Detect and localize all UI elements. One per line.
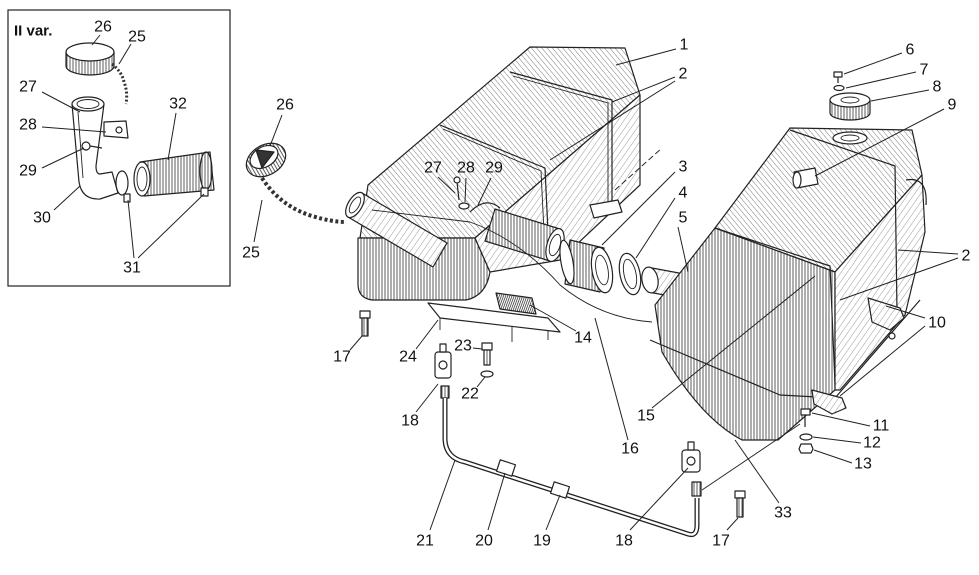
rubber-pad <box>495 292 537 315</box>
inset-callout-27: 27 <box>19 79 37 96</box>
inset-bracket <box>103 120 129 139</box>
callout-5: 5 <box>679 210 688 227</box>
washer-22 <box>480 370 494 378</box>
inset-callout-29: 29 <box>19 163 37 180</box>
callout-17-right: 17 <box>712 533 730 550</box>
callout-26: 26 <box>276 97 294 114</box>
bolt-23 <box>481 342 493 366</box>
callout-18-right: 18 <box>615 533 633 550</box>
fuel-level-sender <box>559 239 614 294</box>
callout-19: 19 <box>533 533 551 550</box>
fuel-line-right-tank <box>701 423 801 491</box>
callout-29: 29 <box>485 160 503 177</box>
left-filler-cap <box>245 142 287 178</box>
callout-14: 14 <box>574 330 592 347</box>
tank-brackets <box>811 297 905 415</box>
right-filler-neck <box>792 167 819 189</box>
inset-cap-chain <box>111 62 129 105</box>
callout-8: 8 <box>933 79 942 96</box>
cap-seal-ring <box>832 131 868 145</box>
callout-21: 21 <box>416 533 434 550</box>
fuel-tap-left <box>434 343 452 399</box>
callout-24: 24 <box>399 349 417 366</box>
pipe-clamp-20 <box>495 459 517 477</box>
callout-2: 2 <box>679 66 688 83</box>
bolt-right <box>734 490 746 518</box>
callout-33: 33 <box>774 505 792 522</box>
left-filler-neck <box>345 191 448 268</box>
callout-10: 10 <box>928 315 946 332</box>
left-fuel-tank <box>357 46 663 301</box>
callout-20: 20 <box>475 533 493 550</box>
level-sender-wire <box>371 209 653 323</box>
left-cap-chain <box>260 176 347 224</box>
leader-lines <box>253 48 959 531</box>
main-callouts: 1 2 26 27 28 29 3 4 5 25 6 7 8 9 2 10 17… <box>242 37 970 550</box>
callout-11: 11 <box>873 418 890 435</box>
callout-2-right: 2 <box>962 248 971 265</box>
callout-12: 12 <box>863 435 881 452</box>
inset-variant-ii: II var. <box>7 9 231 287</box>
inset-callout-30: 30 <box>33 210 51 227</box>
inset-hose <box>133 151 215 197</box>
callout-28: 28 <box>457 160 475 177</box>
cap-washer <box>833 84 845 92</box>
callout-7: 7 <box>920 62 929 79</box>
inset-callout-31: 31 <box>123 260 141 277</box>
inset-leader-lines <box>41 34 205 259</box>
inset-frame <box>7 9 231 287</box>
inset-callout-25: 25 <box>128 29 146 46</box>
inset-callout-32: 32 <box>169 96 187 113</box>
callout-17-left: 17 <box>333 349 351 366</box>
washer-12 <box>799 433 813 441</box>
callout-18-left: 18 <box>401 413 419 430</box>
bolt-11 <box>800 408 811 427</box>
inset-hose-clamps <box>115 170 209 203</box>
pipe-clamp-19 <box>549 481 571 499</box>
callout-13: 13 <box>854 456 872 473</box>
bolt-left <box>359 310 371 337</box>
inset-title: II var. <box>14 23 52 40</box>
inset-callout-26: 26 <box>94 19 112 36</box>
inset-filler-pipe <box>71 96 119 200</box>
callout-23: 23 <box>454 338 472 355</box>
callout-27: 27 <box>424 160 442 177</box>
callout-25: 25 <box>242 245 260 262</box>
cap-screw <box>833 71 843 83</box>
inset-filler-cap <box>65 42 115 76</box>
callout-22: 22 <box>461 386 479 403</box>
fuel-tap-right <box>681 441 702 497</box>
hose-clamp-hardware <box>453 176 501 213</box>
callout-1: 1 <box>680 37 689 54</box>
callout-16: 16 <box>621 441 639 458</box>
sender-gasket <box>618 252 642 296</box>
right-filler-cap <box>829 92 871 121</box>
sender-mounting-plate <box>427 302 561 342</box>
callout-15: 15 <box>637 408 655 425</box>
callout-9: 9 <box>948 97 957 114</box>
callout-4: 4 <box>679 185 688 202</box>
callout-6: 6 <box>906 42 915 59</box>
nut-13 <box>798 443 814 454</box>
right-fuel-tank <box>649 127 927 441</box>
callout-3: 3 <box>679 159 688 176</box>
fuel-pipe <box>442 398 700 538</box>
inset-callout-28: 28 <box>19 117 37 134</box>
